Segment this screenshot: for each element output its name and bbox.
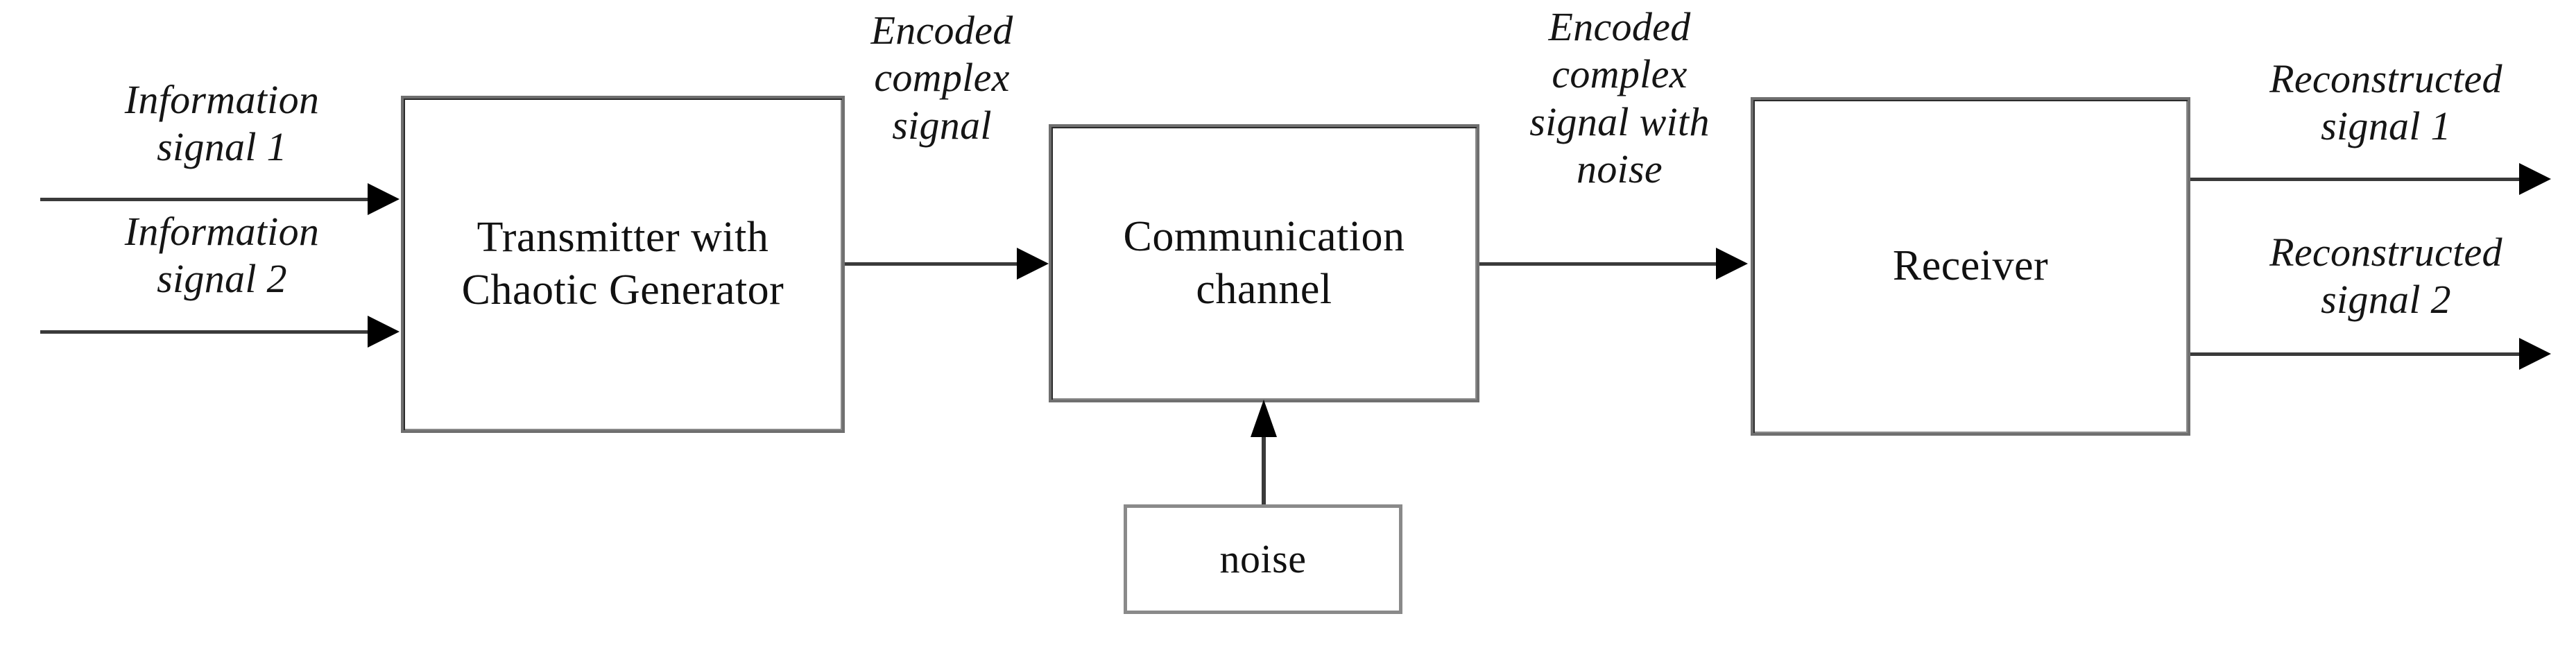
label-reconstructed-signal-2: Reconstructed signal 2 <box>2269 230 2502 323</box>
connector-noise-channel-arrowhead <box>1251 400 1277 437</box>
block-receiver-label: Receiver <box>1892 242 2049 290</box>
block-noise[interactable]: noise <box>1124 504 1402 614</box>
connector-input-1-arrowhead <box>368 183 400 215</box>
block-communication-channel[interactable]: Communication channel <box>1049 124 1479 402</box>
label-reconstructed-signal-1: Reconstructed signal 1 <box>2269 56 2502 149</box>
block-communication-channel-label: Communication channel <box>1123 212 1405 313</box>
connector-output-1-line <box>2190 178 2523 181</box>
label-encoded-complex-signal-with-noise: Encoded complex signal with noise <box>1529 4 1710 192</box>
block-receiver[interactable]: Receiver <box>1751 97 2190 436</box>
connector-input-1-line <box>40 198 372 201</box>
label-information-signal-2: Information signal 2 <box>124 209 320 302</box>
connector-output-2-arrowhead <box>2519 338 2551 370</box>
connector-output-2-line <box>2190 352 2523 356</box>
connector-input-2-line <box>40 330 372 334</box>
label-information-signal-1: Information signal 1 <box>124 77 320 170</box>
connector-noise-channel-line <box>1262 434 1266 504</box>
block-transmitter[interactable]: Transmitter with Chaotic Generator <box>401 96 845 433</box>
connector-input-2-arrowhead <box>368 316 400 348</box>
connector-output-1-arrowhead <box>2519 163 2551 195</box>
connector-channel-receiver-arrowhead <box>1716 248 1748 280</box>
connector-channel-receiver-line <box>1479 262 1719 266</box>
block-noise-label: noise <box>1219 536 1307 581</box>
connector-transmitter-channel-line <box>845 262 1020 266</box>
connector-transmitter-channel-arrowhead <box>1017 248 1049 280</box>
label-encoded-complex-signal: Encoded complex signal <box>870 8 1013 148</box>
block-transmitter-label: Transmitter with Chaotic Generator <box>461 214 784 314</box>
